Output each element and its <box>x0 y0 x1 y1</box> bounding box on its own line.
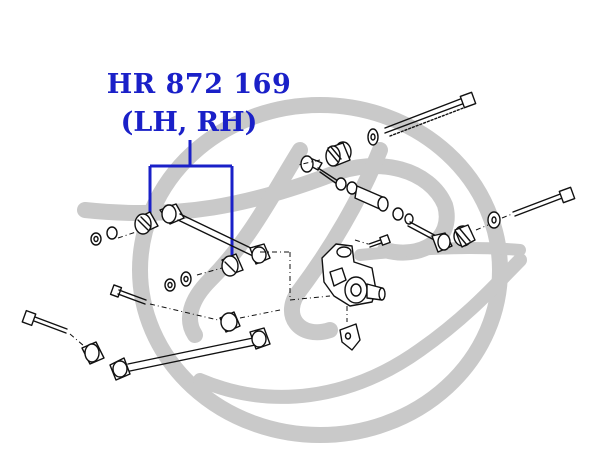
bushing-upper-right <box>221 255 239 277</box>
middle-washers <box>164 271 192 292</box>
lower-arm <box>109 311 271 381</box>
alignment-lines <box>69 159 513 347</box>
lateral-link-upper <box>300 155 453 253</box>
toe-control-rod <box>90 203 271 277</box>
part-number-label: HR 872 169 <box>106 69 292 100</box>
bolt-right <box>512 186 576 217</box>
knuckle <box>321 243 386 351</box>
bolt-left <box>21 309 105 365</box>
long-bolt-upper <box>367 91 477 146</box>
bushing-stack-right <box>453 211 501 248</box>
parts-drawing <box>21 91 576 381</box>
small-bolt <box>368 234 391 248</box>
bushing-stack-top <box>325 141 352 167</box>
brand-logo-watermark <box>77 97 527 443</box>
part-side-label: (LH, RH) <box>120 107 258 138</box>
bolt-middle <box>109 284 147 305</box>
